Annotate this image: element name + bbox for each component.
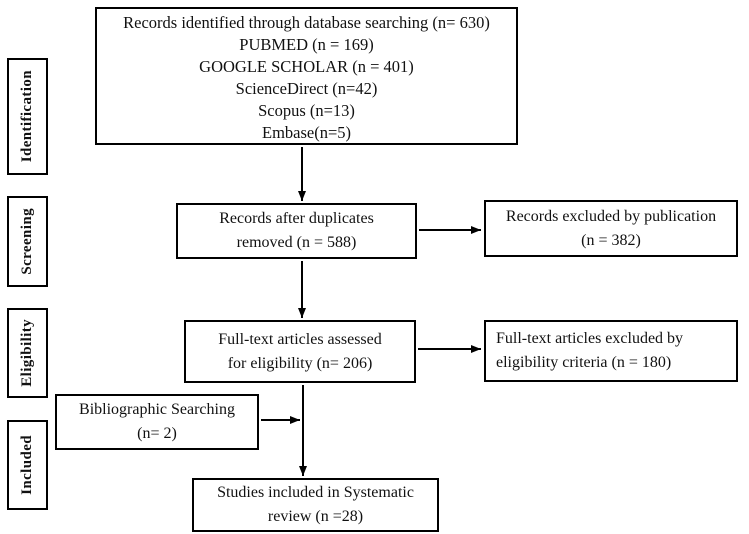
node-line: Scopus (n=13) <box>258 101 355 120</box>
node-line: removed (n = 588) <box>236 234 357 251</box>
node-line: Bibliographic Searching <box>79 401 235 418</box>
node-line: (n = 382) <box>581 231 641 249</box>
node-line: (n= 2) <box>137 425 177 442</box>
stage-box-included: Included <box>7 420 48 510</box>
node-line: Records excluded by publication <box>505 207 717 225</box>
node-fulltext-excluded: Full-text articles excluded by eligibili… <box>484 320 738 382</box>
node-bibliographic-searching: Bibliographic Searching (n= 2) <box>55 394 259 450</box>
node-studies-included: Studies included in Systematic review (n… <box>192 478 439 532</box>
node-line: for eligibility (n= 206) <box>227 354 373 372</box>
node-records-after-duplicates: Records after duplicates removed (n = 58… <box>176 203 417 259</box>
node-line: review (n =28) <box>267 508 364 525</box>
node-fulltext-assessed: Full-text articles assessed for eligibil… <box>184 320 416 383</box>
node-line: Full-text articles excluded by <box>496 330 684 347</box>
node-line: Records identified through database sear… <box>123 13 490 32</box>
node-line: Studies included in Systematic <box>217 484 414 501</box>
stage-label-screening: Screening <box>19 208 35 275</box>
node-line: eligibility criteria (n = 180) <box>496 354 672 371</box>
stage-box-screening: Screening <box>7 196 48 287</box>
node-line: GOOGLE SCHOLAR (n = 401) <box>199 57 414 76</box>
node-records-excluded: Records excluded by publication (n = 382… <box>484 200 738 257</box>
stage-box-identification: Identification <box>7 58 48 175</box>
node-line: Embase(n=5) <box>261 123 352 142</box>
stage-label-included: Included <box>19 435 35 495</box>
stage-box-eligibility: Eligibility <box>7 308 48 398</box>
node-records-identified: Records identified through database sear… <box>95 7 518 145</box>
node-line: Records after duplicates <box>219 210 374 227</box>
node-line: PUBMED (n = 169) <box>239 35 374 54</box>
stage-label-eligibility: Eligibility <box>19 319 35 387</box>
node-line: Full-text articles assessed <box>218 330 382 348</box>
stage-label-identification: Identification <box>19 70 35 163</box>
node-line: ScienceDirect (n=42) <box>235 79 378 98</box>
